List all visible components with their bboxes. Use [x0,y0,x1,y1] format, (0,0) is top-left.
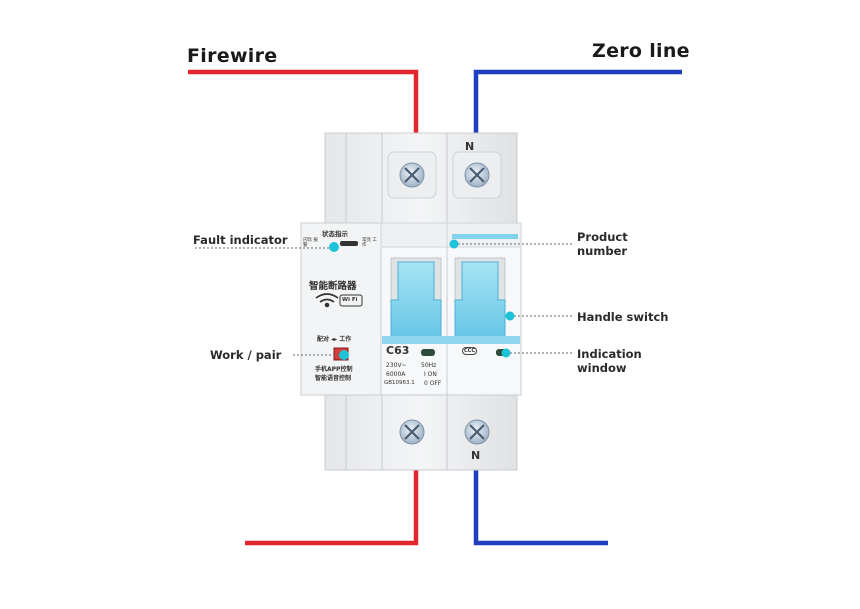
wifi-icon [315,293,339,308]
voice-control-text: 智能语音控制 [315,375,352,382]
callout-dot-work-pair [339,350,349,360]
handle-switch-left [390,261,442,339]
callout-dot-fault [329,242,339,252]
screw-icon [464,162,490,188]
indication-window-line2: window [577,361,627,375]
neutral-wire-top [473,69,682,135]
spec-voltage: 230V~ [386,362,407,369]
terminal-top-label: N [465,140,475,153]
screw-icon [464,419,490,445]
indication-window-label: Indication window [577,347,642,375]
control-module [300,222,382,396]
neutral-wire-title: Zero line [592,40,690,62]
spec-off: 0 OFF [424,380,442,387]
callout-dot-handle [505,311,515,321]
indication-window-left [421,349,435,356]
spec-on: I ON [424,371,437,378]
callout-dot-indication [501,348,511,358]
wifi-badge: Wi Fi [342,297,358,303]
neutral-wire-bottom [473,470,608,546]
pair-work-text: 配对 ◂▸ 工作 [317,336,352,343]
handle-switch-right [454,261,506,339]
fault-indicator-label: Fault indicator [193,233,288,247]
screw-icon [399,162,425,188]
spec-frequency: 50Hz [421,362,437,369]
cert-mark: CCC [462,347,478,355]
live-wire-title: Firewire [187,45,278,67]
work-pair-label: Work / pair [210,348,282,362]
live-wire-bottom [245,470,419,546]
app-control-text: 手机APP控制 [315,366,353,373]
brand-text: 智能断路器 [309,281,357,292]
screw-icon [399,419,425,445]
product-number-strip [452,234,518,239]
status-right-text: 常亮 工作 [362,238,377,248]
status-left-text: 闪烁 报警 [303,238,318,248]
terminal-bottom-label: N [471,449,481,462]
live-wire-top [188,69,419,135]
spec-standard: GB10963.1 [384,380,415,386]
spec-capacity: 6000A [386,371,406,378]
rating-label: C63 [386,344,410,357]
product-number-line2: number [577,244,628,258]
handle-switch-label: Handle switch [577,310,669,324]
status-heading: 状态指示 [322,230,348,238]
indication-window-line1: Indication [577,347,642,361]
product-number-line1: Product [577,230,628,244]
callout-dot-product [449,239,459,249]
product-number-label: Product number [577,230,628,258]
